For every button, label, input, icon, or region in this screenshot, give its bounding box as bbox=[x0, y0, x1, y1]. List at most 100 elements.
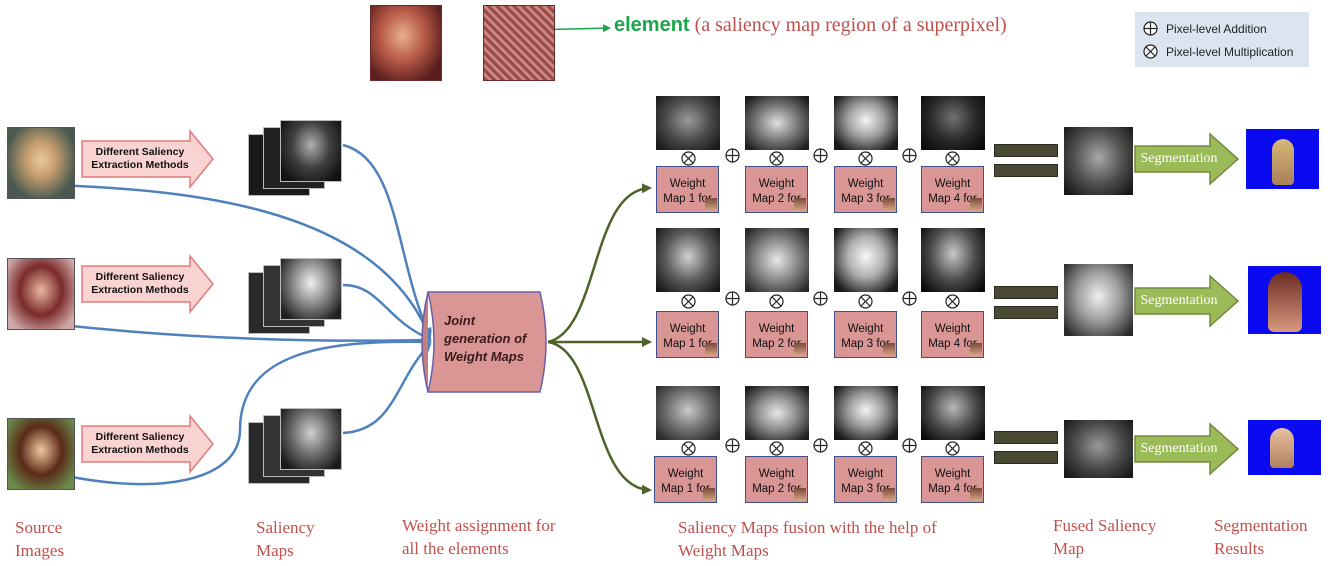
equals-bar bbox=[994, 451, 1058, 464]
plus-circle-icon bbox=[725, 438, 740, 453]
plus-circle-icon bbox=[813, 291, 828, 306]
fusion-label: Saliency Maps fusion with the help of We… bbox=[678, 518, 937, 560]
weight-map-label: Weight Map 4 for bbox=[928, 468, 977, 495]
joint-generation-label: Joint generation of Weight Maps bbox=[444, 313, 527, 364]
row-3-weight-map-2: Weight Map 2 for bbox=[745, 456, 808, 503]
weight-map-thumbnail bbox=[794, 343, 806, 356]
times-circle-icon bbox=[858, 441, 873, 456]
row-1-map-1 bbox=[656, 96, 720, 150]
equals-bar bbox=[994, 164, 1058, 177]
row-1-map-4 bbox=[921, 96, 985, 150]
weight-map-thumbnail bbox=[883, 198, 895, 211]
times-circle-icon bbox=[769, 151, 784, 166]
segmentation-label-3: Segmentation bbox=[1140, 441, 1218, 456]
source-1-connector bbox=[51, 183, 432, 340]
segmentation-arrow-2 bbox=[1134, 274, 1240, 328]
segmentation-label-1: Segmentation bbox=[1140, 151, 1218, 166]
legend-multiplication-label: Pixel-level Multiplication bbox=[1166, 44, 1294, 59]
saliency-card bbox=[280, 120, 342, 182]
row-1-weight-map-2: Weight Map 2 for bbox=[745, 166, 808, 213]
extraction-arrow-2 bbox=[81, 253, 214, 315]
extraction-arrow-1 bbox=[81, 128, 214, 190]
weight-map-label: Weight Map 1 for bbox=[663, 323, 712, 350]
row-2-map-2 bbox=[745, 228, 809, 292]
example-source-thumbnail bbox=[370, 5, 442, 81]
row-1-connector bbox=[547, 183, 652, 344]
weight-map-label: Weight Map 3 for bbox=[841, 323, 890, 350]
weight-map-label: Weight Map 2 for bbox=[752, 178, 801, 205]
plus-circle-icon bbox=[813, 438, 828, 453]
plus-circle-icon bbox=[902, 291, 917, 306]
weight-map-label: Weight Map 1 for bbox=[661, 468, 710, 495]
weight-map-thumbnail bbox=[970, 488, 982, 501]
extraction-arrow-3 bbox=[81, 413, 214, 475]
legend: Pixel-level Addition Pixel-level Multipl… bbox=[1135, 12, 1309, 67]
joint-generation-block bbox=[421, 291, 547, 393]
row-1-map-3 bbox=[834, 96, 898, 150]
equals-bar bbox=[994, 144, 1058, 157]
weight-map-label: Weight Map 3 for bbox=[841, 178, 890, 205]
row-3-map-3 bbox=[834, 386, 898, 440]
equals-bar bbox=[994, 286, 1058, 299]
row-3-map-4 bbox=[921, 386, 985, 440]
times-circle-icon bbox=[945, 151, 960, 166]
weight-map-thumbnail bbox=[794, 488, 806, 501]
row-3-weight-map-3: Weight Map 3 for bbox=[834, 456, 897, 503]
weight-map-label: Weight Map 2 for bbox=[752, 323, 801, 350]
row-1-weight-map-1: Weight Map 1 for bbox=[656, 166, 719, 213]
weight-map-thumbnail bbox=[883, 343, 895, 356]
fused-map-2 bbox=[1064, 264, 1133, 336]
row-1-weight-map-4: Weight Map 4 for bbox=[921, 166, 984, 213]
row-1-map-2 bbox=[745, 96, 809, 150]
source-image-2 bbox=[7, 258, 75, 330]
element-word: element bbox=[614, 14, 690, 36]
times-circle-icon bbox=[681, 441, 696, 456]
extraction-label-1: Different Saliency Extraction Methods bbox=[91, 146, 189, 171]
source-3-connector bbox=[39, 336, 432, 486]
segmentation-label-2: Segmentation bbox=[1140, 293, 1218, 308]
times-circle-icon bbox=[769, 294, 784, 309]
plus-circle-icon bbox=[902, 438, 917, 453]
plus-circle-icon bbox=[725, 148, 740, 163]
saliency-1-connector bbox=[342, 143, 432, 338]
weight-map-label: Weight Map 4 for bbox=[928, 178, 977, 205]
source-image-1 bbox=[7, 127, 75, 199]
segmented-subject bbox=[1272, 139, 1294, 185]
saliency-card bbox=[280, 258, 342, 320]
segmented-subject bbox=[1268, 272, 1302, 332]
saliency-3-connector bbox=[342, 342, 432, 435]
weight-map-thumbnail bbox=[970, 198, 982, 211]
saliency-maps-label: Saliency Maps bbox=[256, 518, 315, 560]
fused-map-3 bbox=[1064, 420, 1133, 478]
weight-map-thumbnail bbox=[883, 488, 895, 501]
times-circle-icon bbox=[858, 151, 873, 166]
times-circle-icon bbox=[945, 294, 960, 309]
times-circle-icon bbox=[945, 441, 960, 456]
weight-map-thumbnail bbox=[705, 343, 717, 356]
element-description: (a saliency map region of a superpixel) bbox=[689, 14, 1007, 36]
saliency-card bbox=[280, 408, 342, 470]
extraction-label-2: Different Saliency Extraction Methods bbox=[91, 271, 189, 296]
times-circle-icon bbox=[858, 294, 873, 309]
legend-addition-label: Pixel-level Addition bbox=[1166, 21, 1267, 36]
source-images-label: Source Images bbox=[15, 518, 65, 560]
row-2-map-1 bbox=[656, 228, 720, 292]
weight-map-thumbnail bbox=[794, 198, 806, 211]
segmentation-arrow-3 bbox=[1134, 422, 1240, 476]
row-2-map-4 bbox=[921, 228, 985, 292]
source-2-connector bbox=[61, 323, 432, 346]
segmentation-arrow-1 bbox=[1134, 132, 1240, 186]
row-2-weight-map-1: Weight Map 1 for bbox=[656, 311, 719, 358]
times-circle-icon bbox=[769, 441, 784, 456]
row-3-weight-map-1: Weight Map 1 for bbox=[654, 456, 717, 503]
legend-addition-row: Pixel-level Addition bbox=[1143, 21, 1267, 36]
saliency-2-connector bbox=[342, 283, 432, 341]
fused-saliency-label: Fused Saliency Map bbox=[1053, 516, 1157, 558]
plus-circle-icon bbox=[902, 148, 917, 163]
times-circle-icon bbox=[681, 151, 696, 166]
row-2-weight-map-4: Weight Map 4 for bbox=[921, 311, 984, 358]
row-3-map-1 bbox=[656, 386, 720, 440]
source-image-3 bbox=[7, 418, 75, 490]
